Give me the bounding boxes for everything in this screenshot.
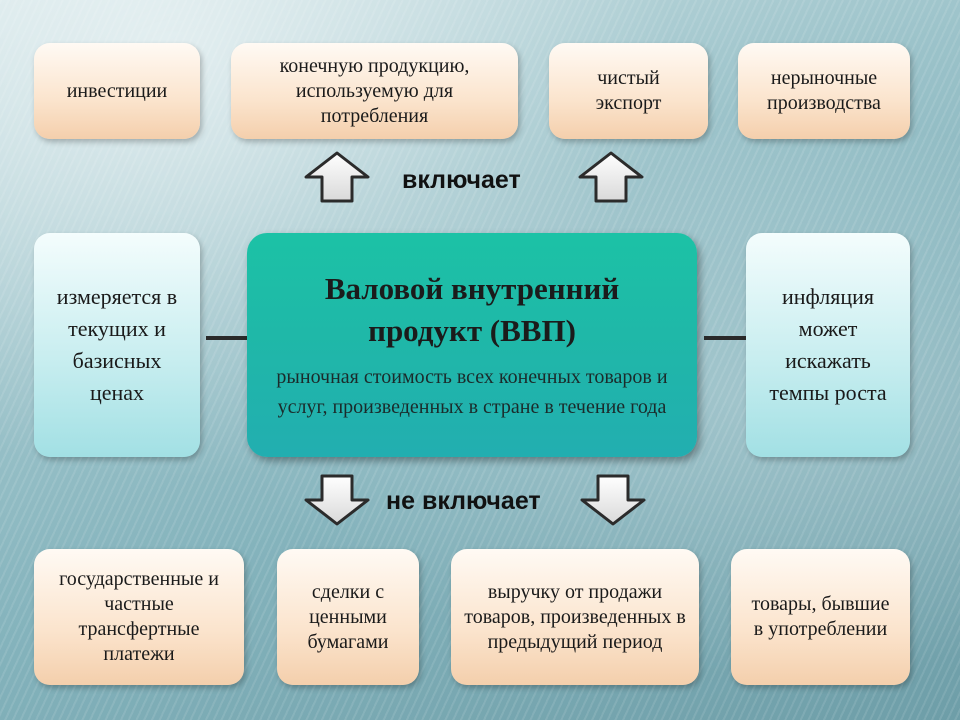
box-previous-period-sales-text: выручку от продажи товаров, произведенны… bbox=[464, 580, 686, 653]
box-net-export: чистый экспорт bbox=[549, 43, 708, 139]
box-investments: инвестиции bbox=[34, 43, 200, 139]
box-used-goods-text: товары, бывшие в употреблении bbox=[751, 593, 890, 640]
excludes-label: не включает bbox=[386, 487, 541, 515]
gdp-subtitle: рыночная стоимость всех конечных товаров… bbox=[276, 366, 668, 418]
box-net-export-text: чистый экспорт bbox=[595, 67, 662, 114]
box-nonmarket-production-text: нерыночные производства bbox=[767, 67, 881, 114]
box-securities-deals: сделки с ценными бумагами bbox=[277, 549, 419, 685]
box-investments-text: инвестиции bbox=[66, 79, 168, 102]
up-arrow-icon bbox=[304, 151, 370, 203]
box-final-consumption-text: конечную продукцию, используемую для пот… bbox=[279, 54, 470, 127]
down-arrow-icon bbox=[304, 474, 370, 526]
gdp-title: Валовой внутренний продукт (ВВП) bbox=[324, 271, 620, 348]
box-final-consumption: конечную продукцию, используемую для пот… bbox=[231, 43, 518, 139]
box-inflation: инфляция может искажать темпы роста bbox=[746, 233, 910, 457]
box-transfer-payments-text: государственные и частные трансфертные п… bbox=[59, 568, 219, 665]
box-transfer-payments: государственные и частные трансфертные п… bbox=[34, 549, 244, 685]
box-securities-deals-text: сделки с ценными бумагами bbox=[307, 580, 389, 653]
up-arrow-icon bbox=[578, 151, 644, 203]
box-nonmarket-production: нерыночные производства bbox=[738, 43, 910, 139]
down-arrow-icon bbox=[580, 474, 646, 526]
box-inflation-text: инфляция может искажать темпы роста bbox=[769, 284, 887, 405]
connector-left bbox=[206, 336, 247, 340]
connector-right bbox=[704, 336, 746, 340]
box-previous-period-sales: выручку от продажи товаров, произведенны… bbox=[451, 549, 699, 685]
box-measured-prices: измеряется в текущих и базисных ценах bbox=[34, 233, 200, 457]
box-measured-prices-text: измеряется в текущих и базисных ценах bbox=[56, 284, 178, 405]
box-used-goods: товары, бывшие в употреблении bbox=[731, 549, 910, 685]
includes-label: включает bbox=[402, 166, 521, 194]
gdp-definition-box: Валовой внутренний продукт (ВВП) рыночна… bbox=[247, 233, 697, 457]
